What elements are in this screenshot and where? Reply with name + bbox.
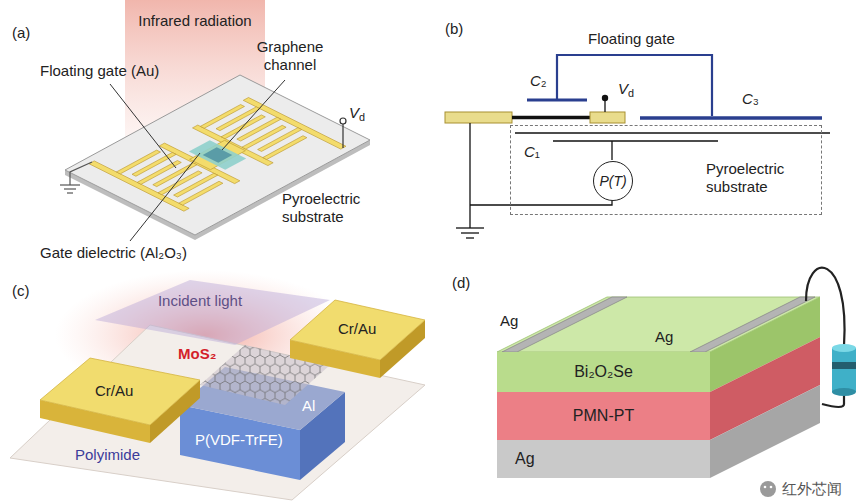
electrode-finger <box>237 117 281 141</box>
capacitor-label: C₁ <box>524 143 540 161</box>
material-label: Al <box>302 397 315 415</box>
vd-dot <box>602 95 608 101</box>
ground-wire <box>70 162 92 185</box>
electrode-label: Cr/Au <box>95 382 133 400</box>
drain-electrode <box>590 112 625 123</box>
floating-gate-wire <box>557 55 712 116</box>
part-label: Pyroelectric substrate <box>282 190 382 226</box>
substrate-label: Polyimide <box>75 446 140 464</box>
electrode-finger <box>116 150 160 174</box>
ground-bar <box>456 227 484 228</box>
capacitor-label: C₂ <box>530 72 547 90</box>
panel-letter: (a) <box>12 24 30 42</box>
terminal-label: Vd <box>349 104 365 124</box>
watermark-icon-eye <box>770 486 773 489</box>
leader-line <box>222 80 285 150</box>
electrode-finger <box>179 181 223 205</box>
leader-line <box>110 84 176 168</box>
electrode-finger <box>216 107 260 131</box>
graphene-channel <box>203 147 233 162</box>
node-text: Bi₂O₂Se <box>574 362 633 381</box>
part-label: Graphene channel <box>250 38 330 74</box>
panel-letter: (c) <box>12 282 30 300</box>
ground-wire <box>469 123 470 228</box>
ground-bar <box>67 192 73 193</box>
pyroelectric-source-circle: P(T) <box>593 161 633 201</box>
source-wire <box>611 141 612 160</box>
node-text: Ag <box>515 449 535 468</box>
pyroelectric-substrate-box: P(T) Pyroelectric substrate <box>510 125 822 215</box>
graphene-line <box>512 116 590 120</box>
electrode-finger <box>174 173 218 197</box>
ground-bar <box>466 237 474 238</box>
electrode-top <box>40 358 200 425</box>
ground-bar <box>461 232 479 233</box>
leader-lines <box>110 80 285 241</box>
material-label: P(VDF-TrFE) <box>195 431 283 449</box>
ag-top-electrode <box>502 297 627 352</box>
electrode-finger <box>263 136 307 160</box>
gate-dielectric <box>189 140 246 170</box>
meter-bottom <box>832 388 856 396</box>
electrode-label: Cr/Au <box>338 320 376 338</box>
meter-wire <box>822 394 844 407</box>
c1-plate <box>553 140 718 142</box>
electrode-label: Ag <box>500 312 518 330</box>
c3-plate <box>640 116 822 120</box>
terminal-label: Vd <box>618 80 634 100</box>
ground-bar <box>60 184 80 185</box>
ground-symbol <box>60 185 80 193</box>
meter-band <box>832 362 856 369</box>
bi2o2se-layer: Bi₂O₂Se <box>497 352 710 392</box>
meter-top <box>832 344 856 352</box>
electrode-finger <box>158 171 202 195</box>
ag-bottom-layer: Ag <box>497 440 710 478</box>
incident-light-prism <box>95 280 330 345</box>
node-text: Pyroelectric substrate <box>706 160 816 196</box>
part-label: Gate dielectric (Al₂O₃) <box>40 244 187 262</box>
electrode-label: Ag <box>655 328 673 346</box>
electrode-finger <box>258 128 302 152</box>
terminal-pin <box>342 124 343 148</box>
node-text: P(T) <box>599 173 626 190</box>
terminal-dot <box>340 118 346 124</box>
watermark: 红外芯闻 <box>782 480 842 498</box>
watermark-icon <box>760 481 776 497</box>
meter-wire <box>806 268 845 346</box>
ground-bar <box>64 188 76 189</box>
electrode-finger <box>137 161 181 185</box>
light-label: Incident light <box>158 292 242 310</box>
source-electrode <box>445 112 512 123</box>
node-text: PMN-PT <box>573 406 634 425</box>
panel-letter: (b) <box>445 20 463 38</box>
ag-side-face <box>710 385 820 478</box>
source-wire <box>470 200 612 205</box>
electrode-finger <box>132 152 176 176</box>
leader-line <box>130 153 200 241</box>
part-label: Floating gate <box>588 30 675 48</box>
electrode-finger <box>200 105 244 129</box>
ag-top-electrode <box>690 297 815 352</box>
capacitor-label: C₃ <box>742 90 759 108</box>
material-label: MoS₂ <box>178 345 216 363</box>
vd-pin <box>604 101 605 112</box>
electrode-finger <box>242 125 286 149</box>
watermark-icon-eye <box>764 486 767 489</box>
meter-body <box>832 348 856 392</box>
panel-letter: (d) <box>452 274 470 292</box>
c1-plate <box>515 132 830 134</box>
part-label: Floating gate (Au) <box>40 62 159 80</box>
radiation-label: Infrared radiation <box>138 12 251 30</box>
pmnpt-layer: PMN-PT <box>497 392 710 440</box>
ground-symbol <box>456 228 484 238</box>
